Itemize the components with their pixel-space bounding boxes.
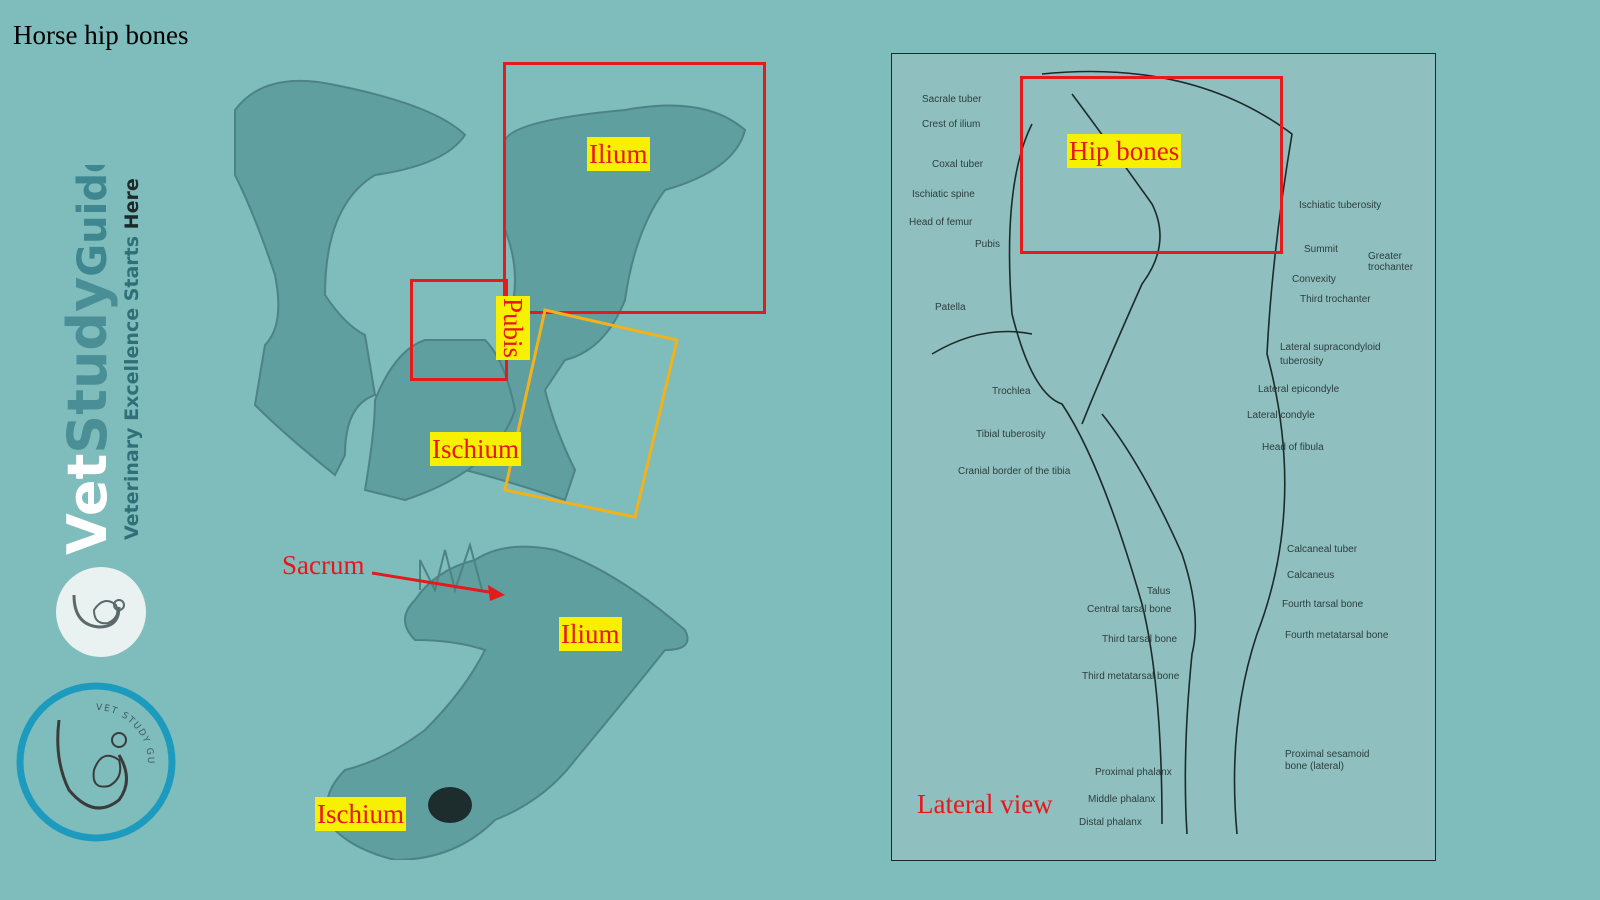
anatomy-tag: Lateral epicondyle [1258, 384, 1340, 395]
pubis-highlight-box [410, 279, 508, 381]
anatomy-tag: Talus [1147, 586, 1171, 597]
anatomy-tag: Fourth tarsal bone [1282, 599, 1364, 610]
anatomy-tag: Middle phalanx [1088, 794, 1156, 805]
ilium-label-ventral: Ilium [587, 137, 650, 171]
anatomy-tag: Distal phalanx [1079, 817, 1142, 828]
anatomy-tag: Head of femur [909, 217, 973, 228]
anatomy-tag: Patella [935, 302, 966, 313]
vet-study-guides-badge: VET STUDY GUIDES [14, 680, 176, 842]
anatomy-tag: Proximal sesamoid [1285, 749, 1370, 760]
ischium-label-lateral: Ischium [315, 797, 406, 831]
anatomy-tag: Fourth metatarsal bone [1285, 630, 1389, 641]
ischium-label-ventral: Ischium [430, 432, 521, 466]
anatomy-tag: Proximal phalanx [1095, 767, 1172, 778]
anatomy-tag: Calcaneus [1287, 570, 1335, 581]
brand-name-study: Study [56, 277, 119, 454]
anatomy-tag: Cranial border of the tibia [958, 466, 1071, 477]
slide-title: Horse hip bones [13, 20, 189, 50]
anatomy-tag: Sacrale tuber [922, 94, 982, 105]
anatomy-tag: Head of fibula [1262, 442, 1324, 453]
sacrum-arrow-icon [371, 571, 505, 601]
lateral-view-label: Lateral view [917, 789, 1053, 819]
brand-tagline: Veterinary Excellence Starts [121, 229, 143, 540]
anatomy-tag: Calcaneal tuber [1287, 544, 1358, 555]
brand-tagline-here: Here [121, 178, 143, 229]
anatomy-tag: Third metatarsal bone [1082, 671, 1180, 682]
hip-bones-highlight-box [1020, 76, 1283, 254]
anatomy-tag: Tibial tuberosity [976, 429, 1046, 440]
anatomy-tag: Crest of ilium [922, 119, 981, 130]
anatomy-tag: Ischiatic tuberosity [1299, 200, 1382, 211]
sacrum-label: Sacrum [282, 550, 365, 580]
hip-bones-label: Hip bones [1067, 134, 1182, 168]
brand-wordmark: VetStudyGuides Veterinary Excellence Sta… [56, 165, 143, 555]
svg-text:Veterinary Excellence Starts H: Veterinary Excellence Starts Here [121, 178, 143, 540]
anatomy-tag: Convexity [1292, 274, 1336, 285]
anatomy-tag: Third trochanter [1300, 294, 1371, 305]
brand-name-guides: Guides [70, 165, 116, 277]
stethoscope-dog-logo-icon [56, 567, 146, 657]
anatomy-tag: Ischiatic spine [912, 189, 975, 200]
ilium-highlight-box [503, 62, 766, 314]
anatomy-tag: Pubis [975, 239, 1001, 250]
anatomy-tag: bone (lateral) [1285, 761, 1344, 772]
anatomy-tag: Coxal tuber [932, 159, 984, 170]
ischium-highlight-box [503, 308, 679, 519]
anatomy-tag: tuberosity [1280, 356, 1324, 367]
anatomy-tag: Lateral supracondyloid [1280, 342, 1381, 353]
anatomy-tag: Summit [1304, 244, 1338, 255]
anatomy-tag: Central tarsal bone [1087, 604, 1172, 615]
pubis-label: Pubis [496, 296, 530, 361]
svg-text:VetStudyGuides: VetStudyGuides [56, 165, 119, 555]
ilium-label-lateral: Ilium [559, 617, 622, 651]
anatomy-tag: Lateral condyle [1247, 410, 1315, 421]
anatomy-tag: Trochlea [992, 386, 1031, 397]
brand-name-vet: Vet [56, 454, 119, 555]
anatomy-tag: Third tarsal bone [1102, 634, 1178, 645]
